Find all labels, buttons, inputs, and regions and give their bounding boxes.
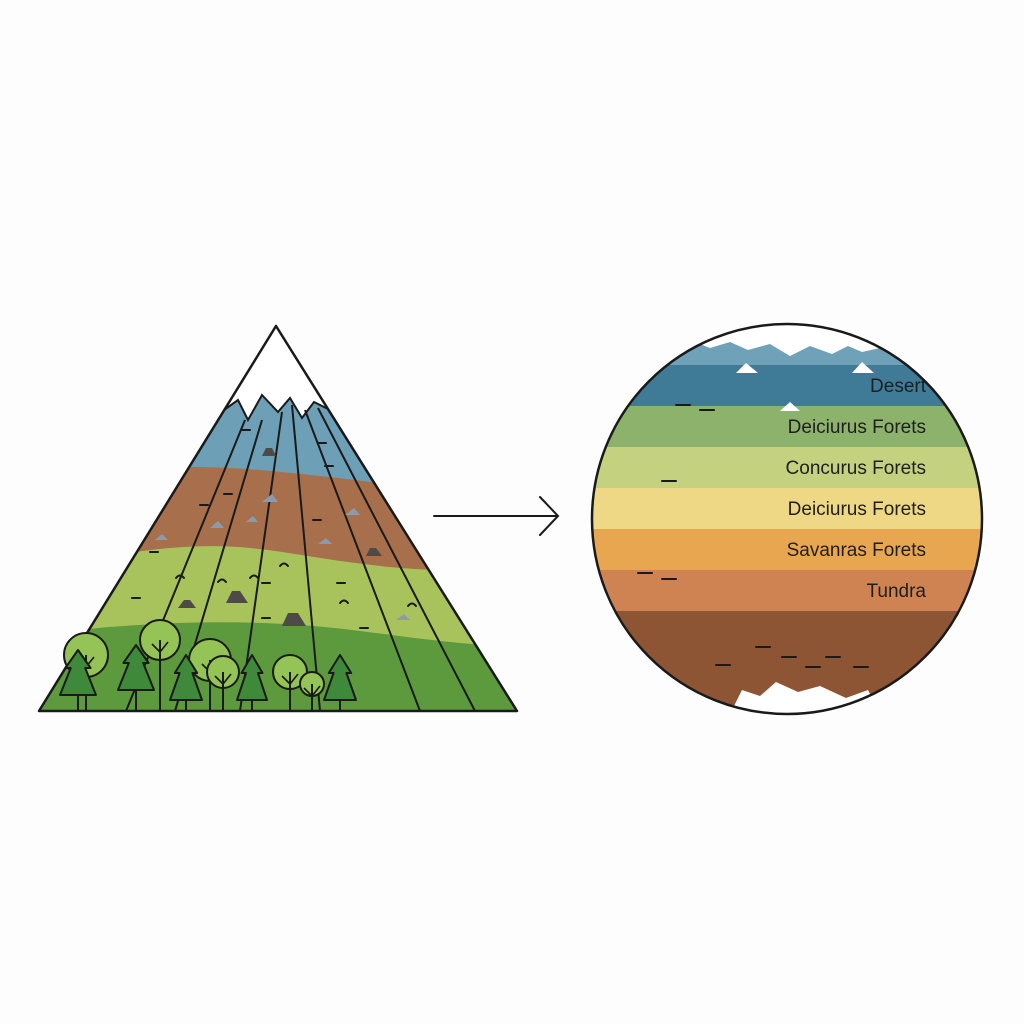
biome-band	[592, 488, 982, 530]
tree-icon	[236, 654, 268, 711]
tree-icon	[139, 619, 181, 711]
mountain-outline	[37, 324, 519, 713]
globe-marks	[637, 404, 869, 668]
globe-details	[592, 324, 982, 714]
globe-snow-peak	[736, 363, 758, 373]
mountain-marks	[131, 429, 417, 629]
tree-group	[59, 619, 357, 711]
biome-band	[592, 447, 982, 489]
biome-band-label: Concurus Forets	[786, 458, 926, 479]
tree-icon	[299, 671, 325, 711]
biome-band-label: Tundra	[867, 581, 927, 602]
tree-icon	[117, 644, 155, 711]
tree-icon	[206, 655, 240, 711]
biome-band-label: Deiciurus Forets	[788, 417, 926, 438]
mountain-icon	[37, 324, 519, 713]
globe-snow-peak	[852, 362, 874, 373]
globe-top-snow	[690, 324, 880, 356]
mountain-rocks	[178, 448, 382, 626]
snow-cap	[224, 326, 330, 420]
biome-band	[592, 570, 982, 612]
globe-snow-peak	[780, 402, 800, 411]
tree-icon	[169, 654, 203, 711]
biome-band	[592, 529, 982, 571]
biome-band-label: Desert	[870, 376, 927, 397]
biome-band-label: Deiciurus Forets	[788, 499, 926, 520]
biome-band	[592, 406, 982, 448]
arrow-right-icon	[433, 496, 560, 536]
tree-icon	[59, 649, 97, 711]
mountain-pebbles	[155, 494, 410, 620]
biome-band-label: Savanras Forets	[787, 540, 926, 561]
tree-icon	[323, 654, 357, 711]
globe-outline	[590, 322, 984, 716]
